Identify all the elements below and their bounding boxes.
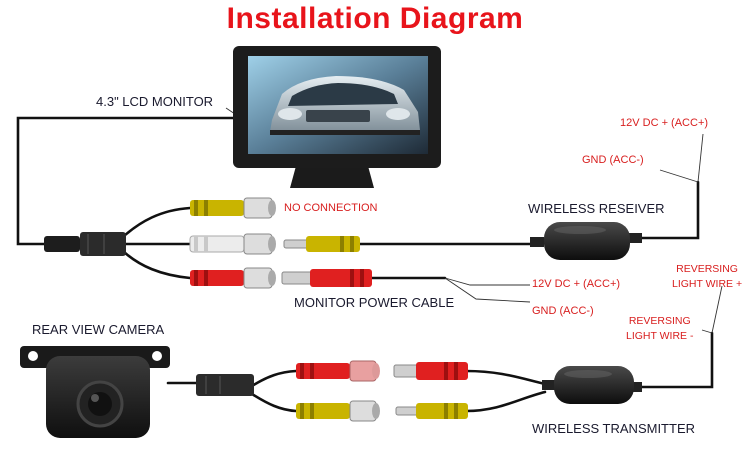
transmitter-dc-plug: [393, 362, 468, 380]
camera-rca-red: [296, 360, 380, 382]
receiver-label: WIRELESS RESEIVER: [528, 201, 665, 216]
power-gnd-label: GND (ACC-): [532, 305, 594, 317]
receiver-gnd-label: GND (ACC-): [582, 154, 644, 166]
monitor-cable: [16, 116, 240, 246]
camera-rca-yellow: [296, 400, 380, 422]
wires: [16, 116, 714, 413]
transmitter-rca-plug: [395, 403, 468, 419]
monitor-stand: [290, 166, 374, 188]
camera-label: REAR VIEW CAMERA: [32, 322, 165, 337]
transmitter-label: WIRELESS TRANSMITTER: [532, 421, 696, 436]
transmitter-power-cable: [638, 331, 714, 389]
rca-red-power: [190, 267, 276, 289]
wireless-receiver-graphic: [530, 222, 642, 260]
reversing-minus-line-2: LIGHT WIRE -: [626, 330, 694, 342]
monitor-harness-connector: [44, 232, 126, 256]
dc-power-plug: [281, 269, 372, 287]
transmitter-yellow: [464, 390, 547, 413]
receiver-power-cable: [638, 180, 700, 240]
no-connection-label: NO CONNECTION: [284, 202, 378, 214]
transmitter-red: [464, 369, 547, 386]
leader-lines: [225, 107, 723, 334]
lcd-monitor-graphic: [233, 46, 441, 188]
camera-harness-yellow: [250, 392, 298, 413]
monitor-label: 4.3" LCD MONITOR: [96, 94, 214, 109]
harness-to-red: [122, 250, 192, 280]
reversing-plus-line-1: REVERSING: [676, 263, 738, 275]
reversing-plus-label: REVERSING LIGHT WIRE +: [672, 262, 742, 292]
reversing-minus-line-1: REVERSING: [628, 315, 691, 327]
rca-yellow-plug-receiver: [283, 236, 360, 252]
reversing-plus-line-2: LIGHT WIRE +: [672, 278, 743, 290]
camera-harness-red: [250, 369, 298, 388]
reversing-minus-label: REVERSING LIGHT WIRE -: [626, 314, 693, 344]
diagram-title: Installation Diagram: [226, 2, 524, 35]
harness-to-yellow: [122, 206, 192, 238]
wireless-transmitter-graphic: [542, 366, 642, 404]
power-cable-label: MONITOR POWER CABLE: [294, 295, 455, 310]
power-12v-label: 12V DC + (ACC+): [532, 278, 621, 290]
receiver-12v-label: 12V DC + (ACC+): [620, 117, 709, 129]
rca-white-video: [189, 233, 276, 255]
rca-yellow-no-connection: [190, 197, 276, 219]
rear-camera-graphic: [20, 346, 254, 438]
